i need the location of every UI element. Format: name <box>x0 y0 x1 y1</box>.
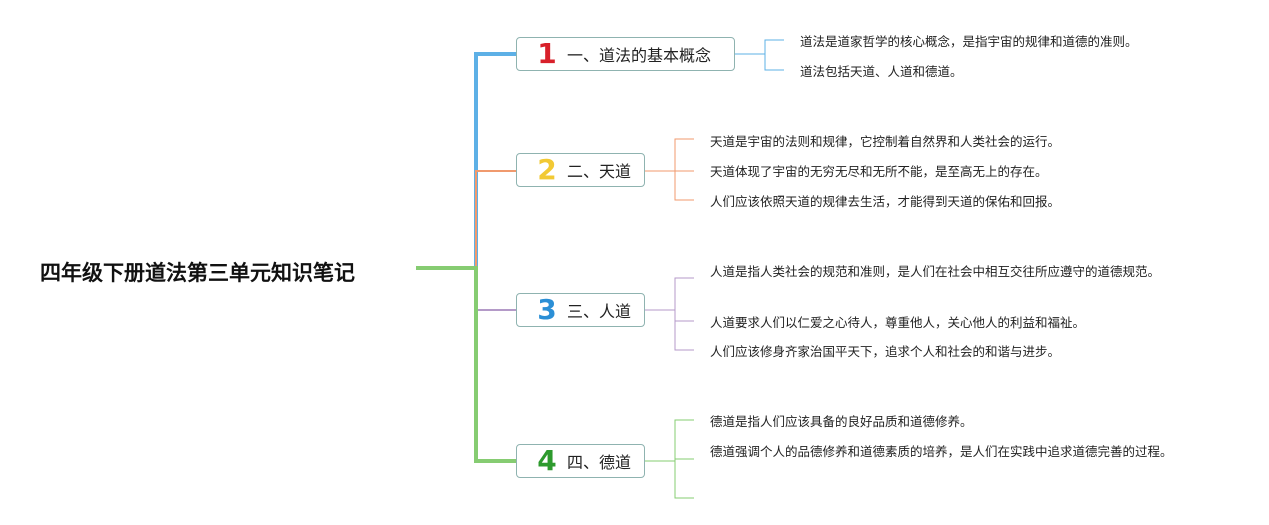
topic-label-1: 一、道法的基本概念 <box>567 46 712 65</box>
trunk-line-topic-2 <box>416 170 516 269</box>
topic-node-dedao[interactable]: 4 四、德道 <box>516 444 645 478</box>
trunk-line-topic-1 <box>416 52 516 270</box>
note-topic-2-item-3[interactable]: 人们应该依照天道的规律去生活，才能得到天道的保佑和回报。 <box>710 194 1061 209</box>
note-topic-1-item-2[interactable]: 道法包括天道、人道和德道。 <box>800 64 963 79</box>
topic-node-tiandao[interactable]: 2 二、天道 <box>516 153 645 187</box>
note-bracket-topic-1 <box>735 39 784 71</box>
topic-number-2: 2 <box>537 153 557 186</box>
note-topic-3-item-1[interactable]: 人道是指人类社会的规范和准则，是人们在社会中相互交往所应遵守的道德规范。 <box>710 264 1161 279</box>
note-bracket-topic-3 <box>645 277 694 351</box>
note-topic-4-item-2[interactable]: 德道强调个人的品德修养和道德素质的培养，是人们在实践中追求道德完善的过程。 <box>710 444 1173 459</box>
topic-number-4: 4 <box>537 444 557 477</box>
topic-label-4: 四、德道 <box>567 453 632 472</box>
note-topic-2-item-1[interactable]: 天道是宇宙的法则和规律，它控制着自然界和人类社会的运行。 <box>710 134 1061 149</box>
topic-number-3: 3 <box>537 293 557 326</box>
note-brackets <box>645 39 784 499</box>
topic-number-1: 1 <box>537 37 557 70</box>
note-topic-2-item-2[interactable]: 天道体现了宇宙的无穷无尽和无所不能，是至高无上的存在。 <box>710 164 1048 179</box>
note-bracket-topic-4 <box>645 419 694 499</box>
note-topic-1-item-1[interactable]: 道法是道家哲学的核心概念，是指宇宙的规律和道德的准则。 <box>800 34 1138 49</box>
topic-label-2: 二、天道 <box>567 162 632 181</box>
note-topic-3-item-2[interactable]: 人道要求人们以仁爱之心待人，尊重他人，关心他人的利益和福祉。 <box>710 315 1086 330</box>
trunk-lines <box>416 52 516 463</box>
topic-label-3: 三、人道 <box>567 302 632 321</box>
note-topic-3-item-3[interactable]: 人们应该修身齐家治国平天下，追求个人和社会的和谐与进步。 <box>710 344 1061 359</box>
root-topic-title[interactable]: 四年级下册道法第三单元知识笔记 <box>40 261 355 285</box>
topic-node-rendao[interactable]: 3 三、人道 <box>516 293 645 327</box>
topic-node-basic-concept[interactable]: 1 一、道法的基本概念 <box>516 37 735 71</box>
note-bracket-topic-2 <box>645 138 694 201</box>
trunk-line-topic-3 <box>416 267 516 311</box>
note-topic-4-item-1[interactable]: 德道是指人们应该具备的良好品质和道德修养。 <box>710 414 973 429</box>
trunk-line-topic-4 <box>416 266 516 463</box>
